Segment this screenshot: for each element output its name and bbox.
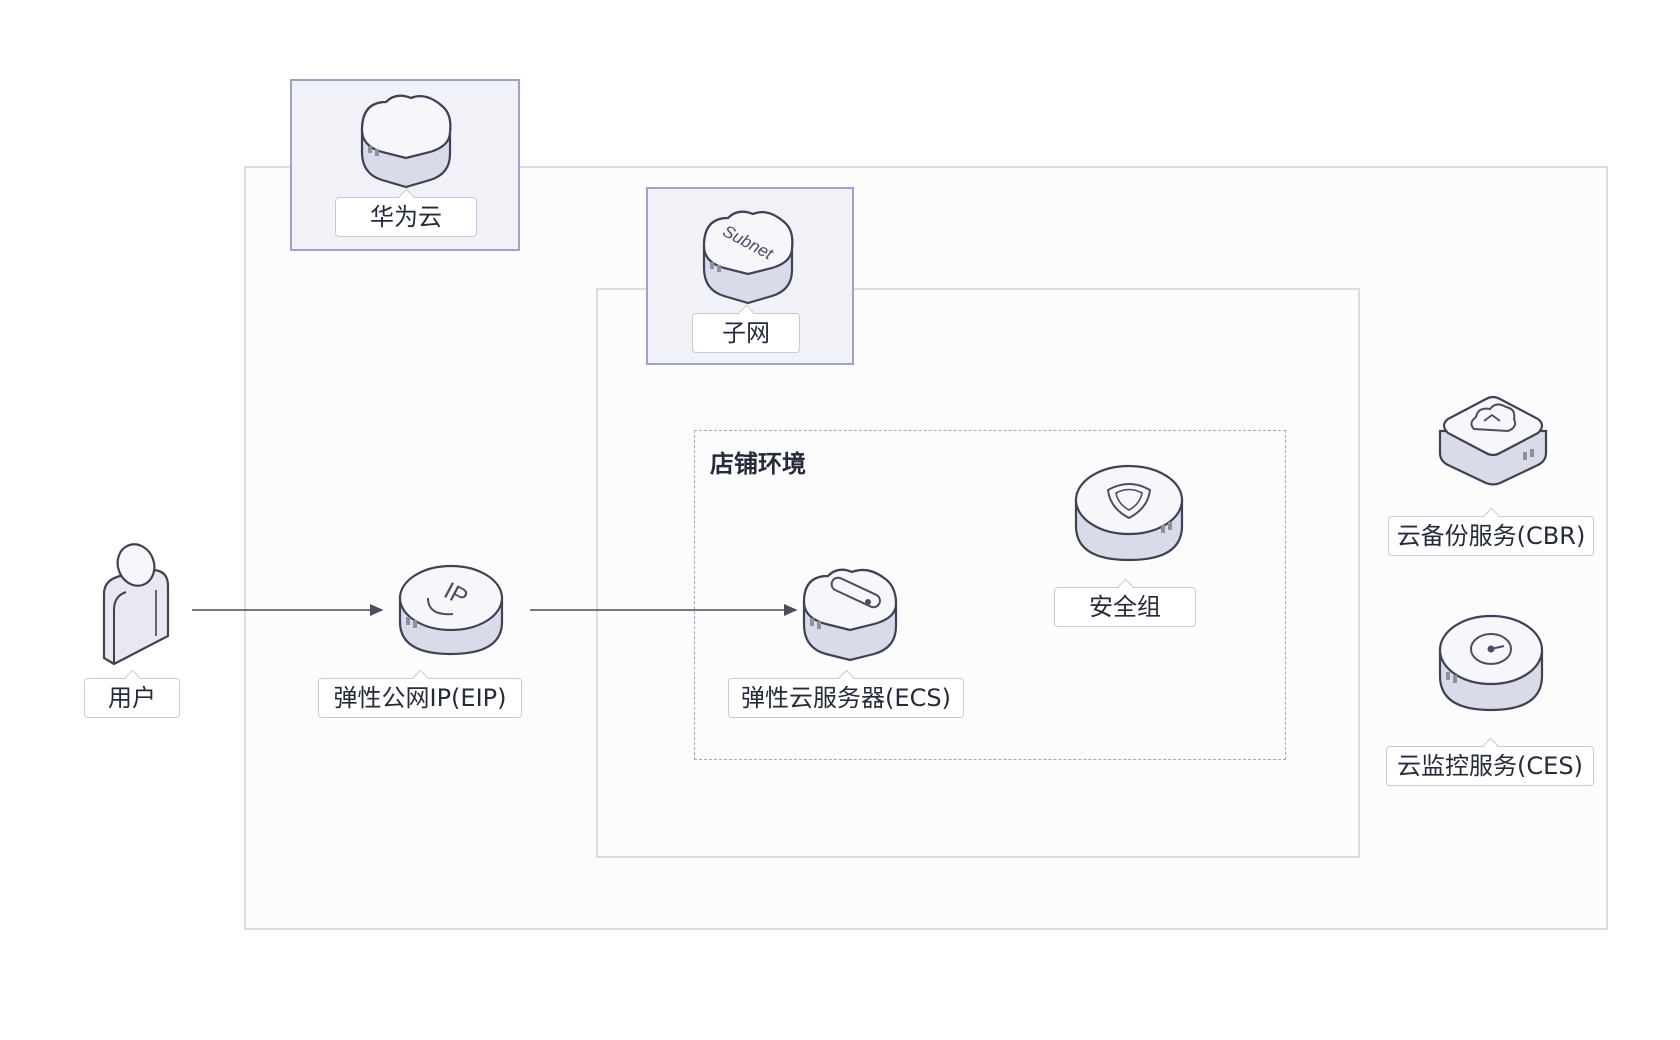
user-label: 用户 [84, 678, 180, 718]
ecs-label: 弹性云服务器(ECS) [728, 678, 964, 718]
subnet-label: 子网 [692, 313, 800, 353]
monitor-icon [1438, 614, 1544, 712]
cloud-icon [360, 94, 452, 189]
backup-icon [1438, 395, 1548, 486]
ces-label: 云监控服务(CES) [1386, 746, 1594, 786]
security-group-label: 安全组 [1054, 587, 1196, 627]
ecs-icon [802, 568, 898, 662]
store-environment-title: 店铺环境 [710, 450, 806, 478]
eip-icon: IP [398, 564, 504, 656]
subnet-icon: Subnet [702, 210, 794, 305]
store-environment-region [694, 430, 1286, 760]
cbr-label: 云备份服务(CBR) [1388, 516, 1594, 556]
eip-label: 弹性公网IP(EIP) [318, 678, 522, 718]
user-icon [102, 543, 170, 666]
shield-icon [1074, 464, 1184, 562]
huawei-cloud-label: 华为云 [335, 197, 477, 237]
subnet-region [596, 288, 1360, 858]
